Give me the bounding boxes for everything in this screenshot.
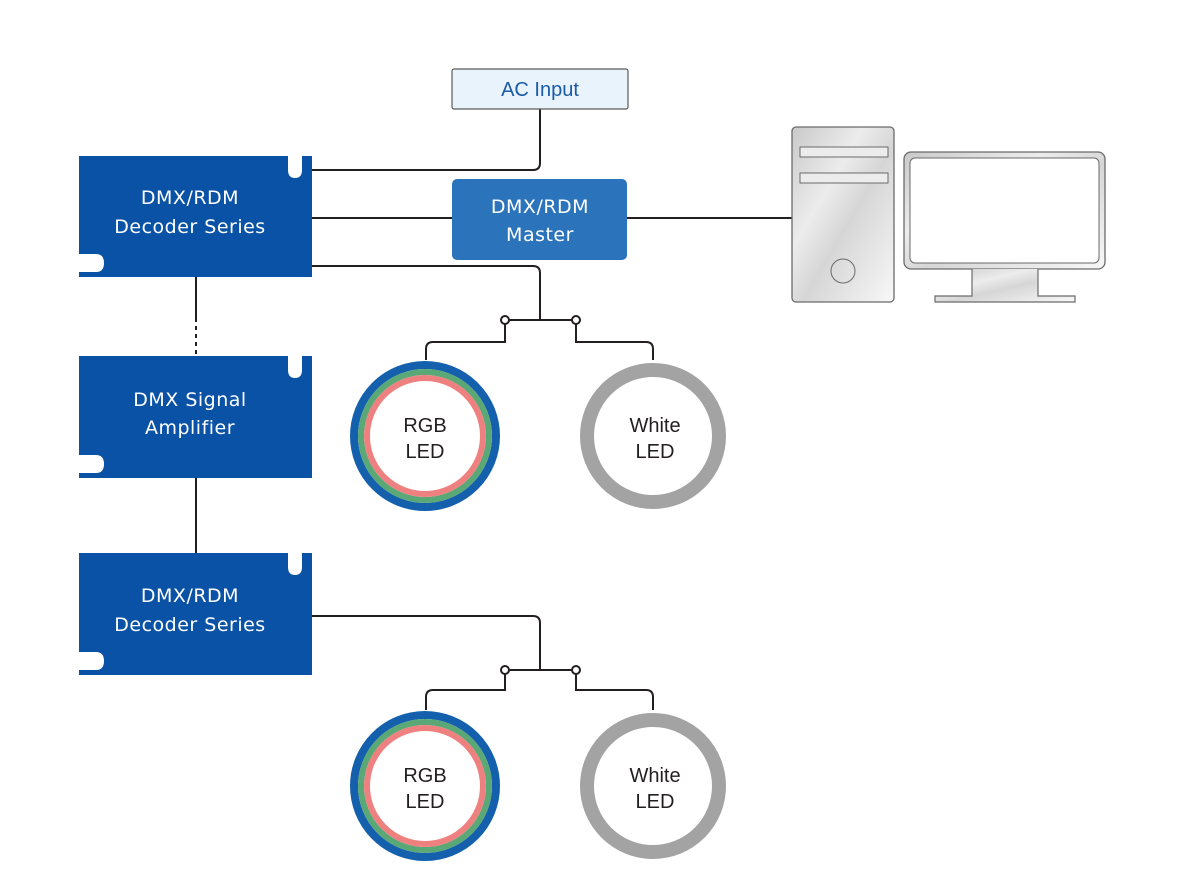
white-led-bottom: White LED [580, 713, 726, 859]
rgb-led-top-label-line2: LED [406, 441, 445, 463]
wire-to-white-led-bottom [575, 674, 654, 710]
ac-input-label: AC Input [501, 79, 579, 101]
white-led-bottom-label-line2: LED [636, 791, 675, 813]
rgb-led-bottom-label-line1: RGB [403, 765, 446, 787]
rgb-led-top-label-line1: RGB [403, 415, 446, 437]
rgb-led-ring-icon [350, 711, 500, 861]
wire-decoder-to-ac-input [312, 109, 541, 171]
rgb-led-ring-icon [350, 361, 500, 511]
wire-decoder-to-led-junction-top [312, 265, 541, 320]
wire-to-white-led-top [575, 324, 654, 360]
amplifier-label-line2: Amplifier [145, 417, 235, 439]
wires [195, 109, 793, 710]
white-led-top: White LED [580, 363, 726, 509]
amplifier-label-line1: DMX Signal [133, 389, 246, 411]
decoder-top-box: DMX/RDM Decoder Series [79, 156, 312, 277]
terminal-node [571, 315, 581, 325]
master-box: DMX/RDM Master [452, 179, 627, 260]
white-led-top-label-line1: White [629, 415, 680, 437]
rgb-led-top: RGB LED [350, 361, 500, 511]
wire-decoder-to-led-junction-bottom [312, 615, 541, 670]
wire-to-rgb-led-top [425, 324, 506, 360]
decoder-bottom-label-line1: DMX/RDM [141, 585, 239, 607]
decoder-bottom-label-line2: Decoder Series [114, 614, 265, 636]
master-label-line2: Master [506, 224, 574, 246]
terminal-node [500, 665, 510, 675]
white-led-top-label-line2: LED [636, 441, 675, 463]
decoder-bottom-box: DMX/RDM Decoder Series [79, 553, 312, 675]
monitor-icon [903, 151, 1106, 303]
terminal-node [571, 665, 581, 675]
amplifier-box: DMX Signal Amplifier [79, 356, 312, 478]
terminal-node [500, 315, 510, 325]
white-led-ring-icon [580, 713, 726, 859]
wire-to-rgb-led-bottom [425, 674, 506, 710]
pc-tower-icon [791, 126, 895, 303]
desktop-computer-icon [791, 126, 1106, 303]
decoder-top-label-line1: DMX/RDM [141, 187, 239, 209]
ac-input-box: AC Input [451, 68, 629, 110]
rgb-led-bottom: RGB LED [350, 711, 500, 861]
master-label-line1: DMX/RDM [491, 196, 589, 218]
decoder-top-label-line2: Decoder Series [114, 216, 265, 238]
white-led-bottom-label-line1: White [629, 765, 680, 787]
white-led-ring-icon [580, 363, 726, 509]
rgb-led-bottom-label-line2: LED [406, 791, 445, 813]
